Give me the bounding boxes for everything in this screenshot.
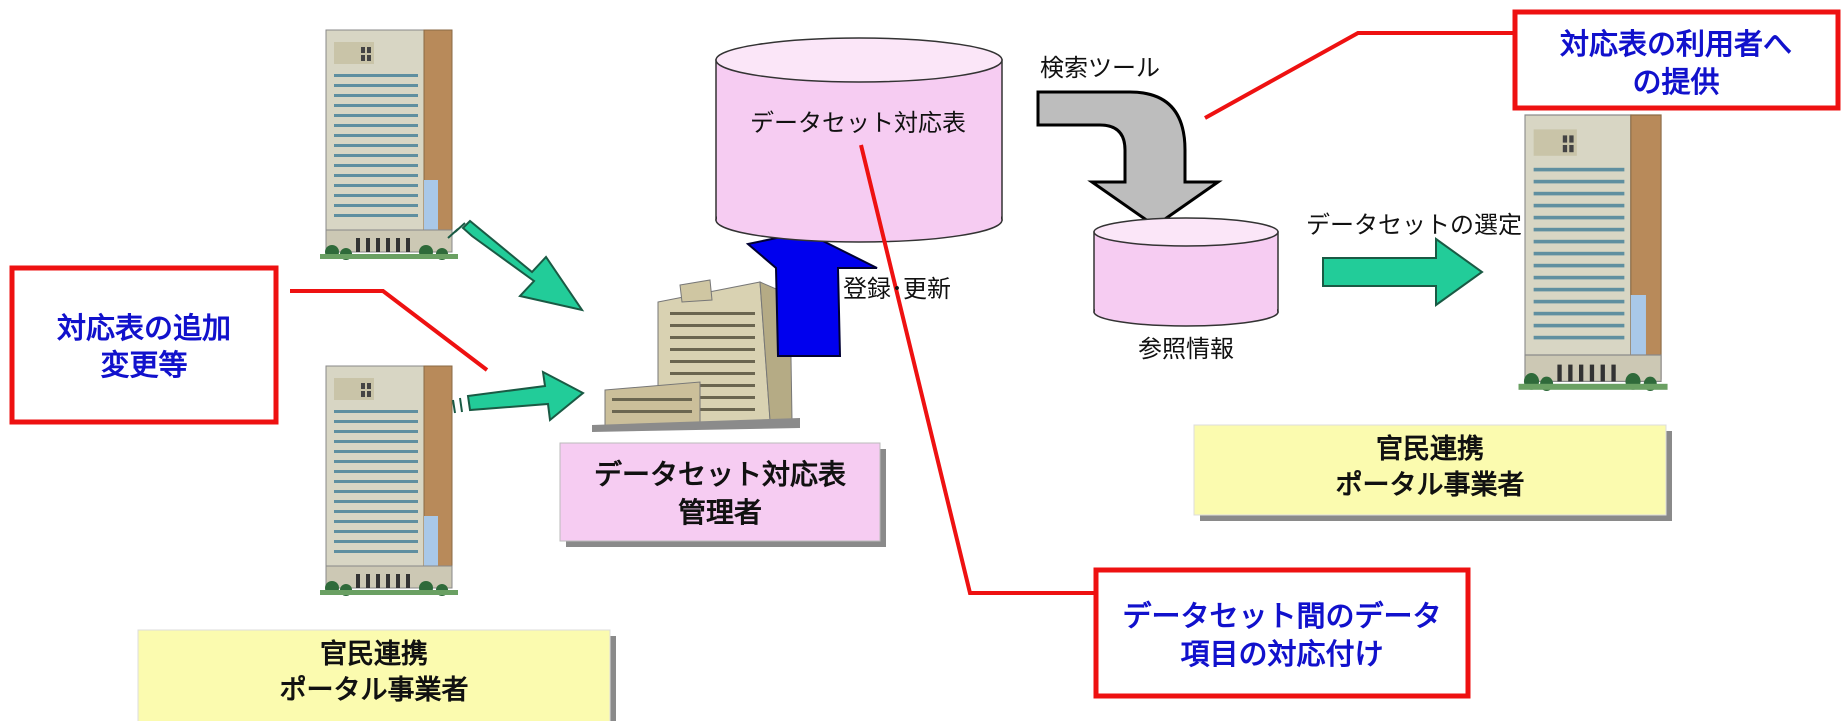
callout-provide-line2: の提供 <box>1632 65 1719 99</box>
teal-arrow-upper <box>447 219 585 312</box>
office-tower-icon <box>1517 114 1669 392</box>
callout-mapping-line1: データセット間のデータ <box>1122 599 1441 633</box>
reference-info-label: 参照情報 <box>1138 335 1234 363</box>
office-complex-icon <box>592 279 800 432</box>
admin-box-line1: データセット対応表 <box>594 458 846 491</box>
admin-box-line2: 管理者 <box>678 496 762 529</box>
portal-left-line1: 官民連携 <box>320 638 428 670</box>
callout-mapping-line2: 項目の対応付け <box>1180 637 1383 671</box>
teal-arrow-lower <box>452 370 585 422</box>
callout-add-line1: 対応表の追加 <box>57 311 231 345</box>
portal-right-line2: ポータル事業者 <box>1336 470 1525 501</box>
callout-provide-line1: 対応表の利用者へ <box>1560 27 1792 61</box>
callout-line-mapping <box>859 144 1096 595</box>
main-db-label: データセット対応表 <box>750 109 966 137</box>
callout-add-line2: 変更等 <box>100 348 187 382</box>
office-tower-icon <box>319 29 459 261</box>
search-tool-label: 検索ツール <box>1040 54 1160 82</box>
callout-line-provide <box>1204 31 1515 120</box>
callout-add-change: 対応表の追加 変更等 <box>9 265 279 425</box>
register-update-label: 登録･更新 <box>843 275 951 303</box>
dataset-select-label: データセットの選定 <box>1306 211 1522 239</box>
office-tower-icon <box>319 365 459 597</box>
gray-curved-arrow <box>1036 90 1223 228</box>
callout-line-add <box>290 289 489 372</box>
main-db-cylinder <box>715 37 1003 243</box>
callout-mapping: データセット間のデータ 項目の対応付け <box>1093 567 1471 699</box>
portal-right-line1: 官民連携 <box>1376 433 1484 465</box>
admin-box: データセット対応表 管理者 <box>559 442 886 547</box>
portal-box-right: 官民連携 ポータル事業者 <box>1193 424 1672 521</box>
teal-right-arrow <box>1322 237 1484 307</box>
portal-box-left: 官民連携 ポータル事業者 <box>137 629 616 721</box>
reference-db-cylinder <box>1093 217 1279 327</box>
portal-left-line2: ポータル事業者 <box>280 675 469 706</box>
callout-provide: 対応表の利用者へ の提供 <box>1512 9 1841 111</box>
